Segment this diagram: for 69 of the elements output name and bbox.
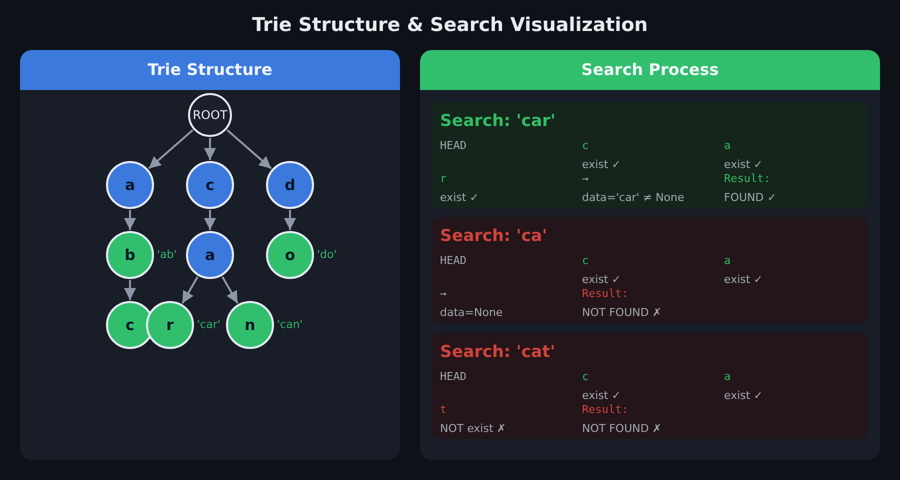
search-title: Search: 'car' [440,110,556,131]
trie-node-circle [106,231,154,279]
diagram-title: Trie Structure & Search Visualization [252,13,648,37]
arrow [284,210,296,230]
panel [420,50,880,460]
step-label: c [582,253,589,268]
word-label: 'can' [277,318,303,332]
step-label: t [440,402,447,417]
word-label: 'car' [197,318,220,332]
trie-node-circle [266,231,314,279]
step-status: exist ✓ [724,157,763,172]
node-letter: c [206,176,214,194]
trie-node-circle [226,301,274,349]
step-label: Result: [724,171,770,186]
trie-node-circle [186,231,234,279]
arrow [204,210,216,230]
step-status: FOUND ✓ [724,190,776,205]
arrow [124,210,136,230]
arrow [182,276,198,304]
trie-node-circle [106,161,154,209]
trie-node-circle [186,161,234,209]
arrow [204,138,216,160]
step-label: HEAD [440,369,466,384]
step-label: → [582,171,589,186]
arrow [124,280,136,300]
step-status: exist ✓ [724,388,763,403]
node-letter: o [284,246,296,264]
step-status: exist ✓ [582,272,621,287]
node-letter: r [166,316,174,334]
node-letter: d [284,176,296,194]
step-label: r [440,171,447,186]
search-title: Search: 'ca' [440,225,548,246]
step-label: a [724,369,731,384]
search-title: Search: 'cat' [440,341,556,362]
arrow [148,129,194,170]
trie-node-circle [146,301,194,349]
panel [20,50,400,460]
step-status: data=None [440,305,503,320]
step-status: exist ✓ [440,190,479,205]
step-label: HEAD [440,253,466,268]
arrow [226,129,272,170]
word-label: 'do' [317,248,337,262]
step-status: NOT FOUND ✗ [582,305,662,320]
node-letter: c [126,316,134,334]
step-label: c [582,138,589,153]
word-label: 'ab' [157,248,177,262]
step-label: a [724,253,731,268]
node-letter: n [244,316,256,334]
step-status: NOT exist ✗ [440,421,506,436]
step-label: a [724,138,731,153]
arrow [222,276,238,304]
step-status: exist ✓ [582,388,621,403]
node-letter: ROOT [192,107,228,124]
node-letter: a [204,246,216,264]
step-status: NOT FOUND ✗ [582,421,662,436]
step-label: Result: [582,402,628,417]
step-status: exist ✓ [724,272,763,287]
step-status: exist ✓ [582,157,621,172]
step-label: c [582,369,589,384]
step-status: data='car' ≠ None [582,190,684,205]
panel-header: Trie Structure [20,50,400,90]
node-letter: a [124,176,136,194]
trie-node-circle [266,161,314,209]
step-label: Result: [582,286,628,301]
step-label: HEAD [440,138,466,153]
node-letter: b [124,246,136,264]
step-label: → [440,286,447,301]
root-node-circle [188,93,232,137]
panel-header: Search Process [420,50,880,90]
